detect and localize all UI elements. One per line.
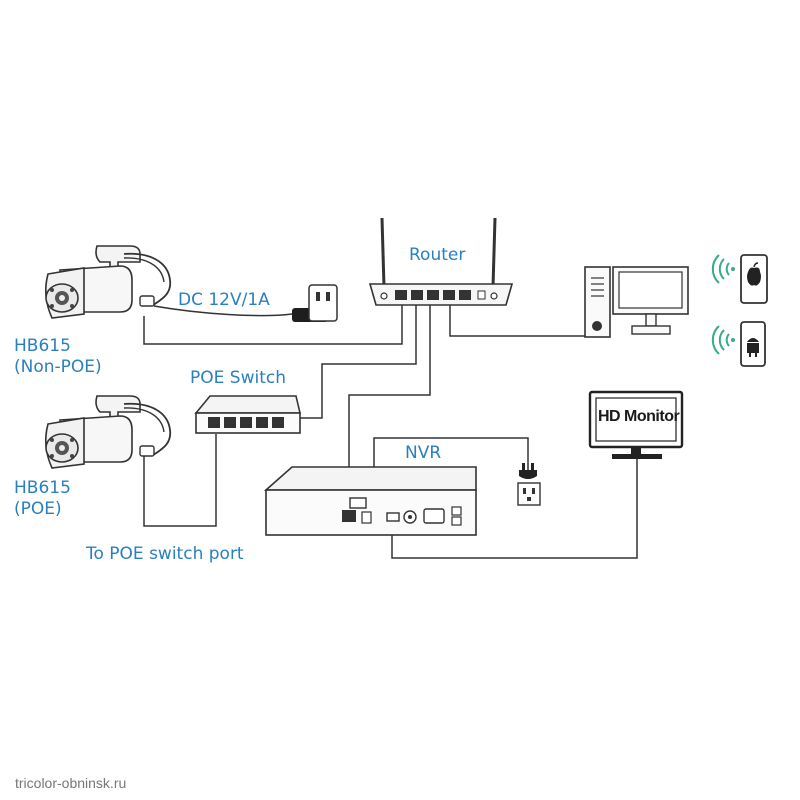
- watermark: tricolor-obninsk.ru: [15, 775, 127, 791]
- nvr-icon: [263, 466, 477, 536]
- power-outlet-icon: [517, 482, 541, 506]
- wifi-icon: [711, 254, 735, 284]
- cam2-to-switch-line: [143, 434, 217, 527]
- router-to-nvr-line: [348, 305, 431, 500]
- wifi-icon: [711, 325, 735, 355]
- power-plug-icon: [519, 463, 537, 479]
- poe-switch-icon: [194, 395, 302, 434]
- power-adapter-icon: [153, 284, 338, 322]
- apple-phone-icon: [740, 254, 768, 304]
- cam1-type-label: (Non-POE): [14, 357, 102, 377]
- cam2-model-label: HB615: [14, 478, 71, 498]
- cam1-model-label: HB615: [14, 336, 71, 356]
- camera-icon: [44, 395, 172, 469]
- nvr-to-monitor-line: [391, 456, 638, 559]
- android-phone-icon: [740, 321, 766, 367]
- cam2-type-label: (POE): [14, 499, 62, 519]
- poe-switch-label: POE Switch: [190, 368, 286, 388]
- nvr-label: NVR: [405, 443, 442, 463]
- pc-icon: [584, 266, 689, 338]
- camera-icon: [44, 245, 172, 319]
- router-icon: [368, 217, 514, 306]
- router-to-pc-line: [449, 305, 585, 337]
- hd-monitor-icon: [588, 390, 684, 459]
- router-to-switch-line: [300, 305, 417, 419]
- dc-power-label: DC 12V/1A: [178, 290, 270, 310]
- to-poe-port-label: To POE switch port: [86, 544, 244, 564]
- router-label: Router: [409, 245, 466, 265]
- hd-monitor-label: HD Monitor: [598, 408, 680, 425]
- cam1-to-router-line: [143, 305, 403, 345]
